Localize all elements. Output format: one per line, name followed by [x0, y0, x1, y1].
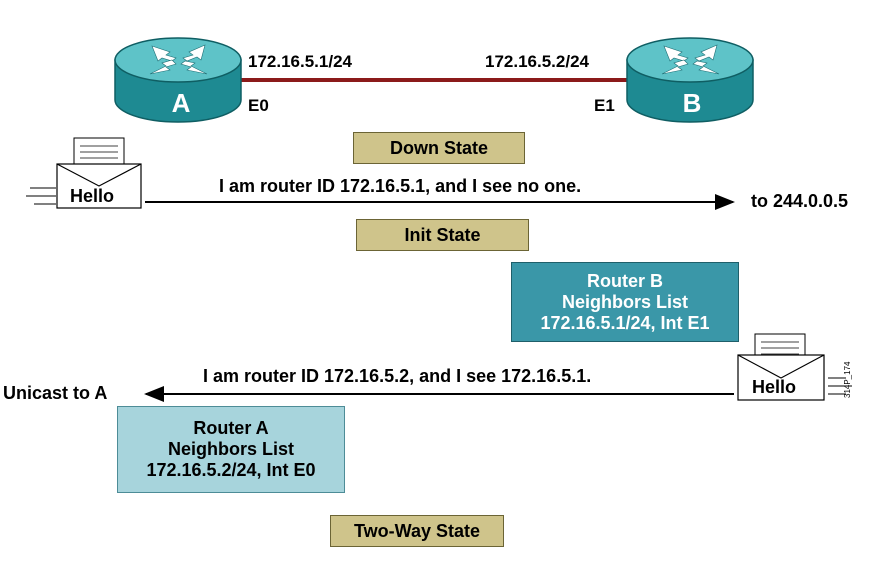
router-a-interface: E0 — [248, 96, 269, 115]
two-way-state-label: Two-Way State — [330, 515, 504, 547]
router-b-interface: E1 — [594, 96, 615, 115]
figure-code: 314P_174 — [843, 361, 852, 398]
router-b-neighbors-entry: 172.16.5.1/24, Int E1 — [540, 313, 710, 333]
router-b-icon: B — [626, 37, 754, 123]
router-b-neighbors-title: Router B — [587, 271, 663, 291]
hello-b-destination: Unicast to A — [3, 383, 108, 403]
hello-a-envelope-label: Hello — [70, 186, 115, 206]
router-a-neighbors-entry: 172.16.5.2/24, Int E0 — [146, 460, 316, 480]
router-a-neighbors-subtitle: Neighbors List — [167, 439, 294, 459]
hello-b-envelope-label: Hello — [752, 377, 797, 397]
init-state-label: Init State — [356, 219, 529, 251]
hello-b-message: I am router ID 172.16.5.2, and I see 172… — [203, 366, 592, 386]
router-a-neighbors-list: Router A Neighbors List 172.16.5.2/24, I… — [117, 406, 345, 493]
router-a-icon: A — [114, 37, 242, 123]
down-state-label: Down State — [353, 132, 525, 164]
hello-envelope-b-icon — [737, 333, 852, 401]
router-b-neighbors-subtitle: Neighbors List — [561, 292, 688, 312]
router-b-neighbors-list: Router B Neighbors List 172.16.5.1/24, I… — [511, 262, 739, 342]
router-a-neighbors-title: Router A — [193, 418, 269, 438]
hello-a-message: I am router ID 172.16.5.1, and I see no … — [219, 176, 582, 196]
router-a-letter: A — [172, 88, 191, 118]
hello-envelope-a-icon — [26, 137, 142, 209]
router-b-letter: B — [683, 88, 702, 118]
router-a-ip: 172.16.5.1/24 — [248, 52, 352, 71]
hello-a-destination: to 244.0.0.5 — [751, 191, 849, 211]
router-b-ip: 172.16.5.2/24 — [485, 52, 589, 71]
